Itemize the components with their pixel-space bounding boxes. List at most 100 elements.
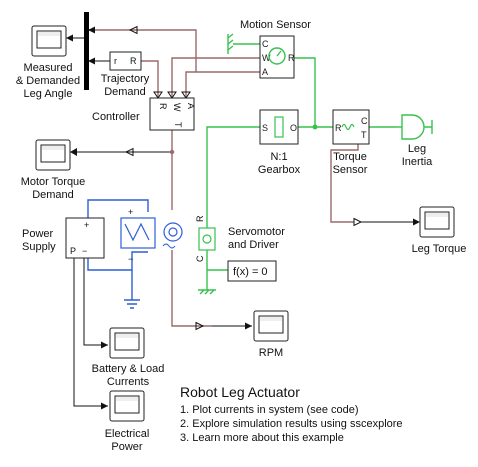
- port-C: C: [195, 255, 205, 262]
- ps-line-rpm[interactable]: [171, 250, 212, 327]
- port-T: T: [361, 130, 367, 140]
- inertia-icon: [401, 114, 425, 140]
- port-R: R: [288, 53, 295, 63]
- arrowhead: [101, 341, 108, 349]
- trajectory-demand-block[interactable]: r R Trajectory Demand: [101, 51, 150, 98]
- port-A: A: [262, 67, 268, 77]
- scope-label-1: Electrical: [105, 428, 150, 440]
- signal-line-electrical[interactable]: [73, 258, 108, 407]
- solver-label: f(x) = 0: [233, 266, 268, 278]
- scope-label-1: Motor Torque: [21, 176, 86, 188]
- arrowhead-open: [128, 25, 138, 35]
- torque-sensor-label-1: Torque: [333, 151, 367, 163]
- elec-ground-symbol: [124, 299, 140, 309]
- ps-line-angle[interactable]: [185, 71, 260, 98]
- motion-sensor-block[interactable]: Motion Sensor C W R A: [240, 19, 311, 79]
- arrowhead-open: [181, 91, 191, 99]
- ps-line-speed[interactable]: [171, 57, 260, 98]
- servo-minus: −: [128, 254, 133, 264]
- signal-line-battery[interactable]: [83, 258, 108, 346]
- gearbox-block[interactable]: S O N:1 Gearbox: [258, 109, 301, 176]
- arrowhead: [88, 26, 95, 34]
- arrowhead: [88, 57, 95, 65]
- ps-line-angle-mux[interactable]: [88, 29, 197, 72]
- arrowhead: [413, 218, 420, 226]
- junction-dot: [312, 124, 318, 130]
- link-plot-currents[interactable]: 1. Plot currents in system (see code): [180, 404, 359, 416]
- controller-label: Controller: [92, 111, 140, 123]
- arrowhead: [70, 148, 77, 156]
- arrowhead-open: [353, 217, 363, 227]
- gear-icon: [274, 116, 284, 138]
- scope-leg-torque[interactable]: Leg Torque: [412, 206, 467, 255]
- motor-icon: [163, 222, 183, 242]
- scope-leg-angle[interactable]: Measured & Demanded Leg Angle: [16, 25, 80, 100]
- motion-sensor-label: Motion Sensor: [240, 19, 311, 31]
- scope-label-3: Leg Angle: [24, 88, 73, 100]
- power-supply-block[interactable]: + P − Power Supply: [22, 217, 105, 259]
- link-explore-results[interactable]: 2. Explore simulation results using ssce…: [180, 418, 403, 430]
- mech-line-motion-r[interactable]: [294, 57, 333, 128]
- servomotor-label-2: and Driver: [228, 239, 279, 251]
- gearbox-label-1: N:1: [270, 151, 287, 163]
- torque-sensor-block[interactable]: R C T Torque Sensor: [332, 109, 370, 176]
- port-R: R: [130, 56, 137, 66]
- scope-battery-currents[interactable]: Battery & Load Currents: [92, 327, 165, 388]
- port-C: C: [361, 116, 368, 126]
- port-R: R: [195, 215, 205, 222]
- port-R: R: [335, 123, 342, 133]
- port-P: P: [70, 246, 76, 256]
- port-T: T: [173, 122, 183, 128]
- sensor-needle-icon: [276, 50, 282, 57]
- arrowhead-open: [167, 91, 177, 99]
- arrowhead-open: [195, 321, 205, 331]
- mech-ground-motor: [198, 289, 216, 295]
- ps-line-demand[interactable]: [141, 60, 159, 98]
- power-supply-label-1: Power: [22, 228, 54, 240]
- scope-electrical-power[interactable]: Electrical Power: [105, 390, 150, 453]
- leg-inertia-label-2: Inertia: [402, 156, 433, 168]
- scope-label: RPM: [259, 347, 283, 359]
- scope-label-2: & Demanded: [16, 75, 80, 87]
- port-O: O: [290, 123, 297, 133]
- leg-inertia-label-1: Leg: [408, 143, 426, 155]
- port-r: r: [114, 56, 117, 66]
- solver-config-block[interactable]: f(x) = 0: [227, 260, 277, 282]
- port-plus: +: [84, 220, 89, 230]
- arrowhead: [245, 322, 252, 330]
- leg-inertia-block[interactable]: Leg Inertia: [396, 114, 433, 168]
- trajectory-label-2: Demand: [104, 86, 146, 98]
- scope-motor-torque[interactable]: Motor Torque Demand: [21, 139, 86, 201]
- scope-label: Leg Torque: [412, 243, 467, 255]
- arrowhead-open: [124, 147, 134, 157]
- port-R: R: [158, 103, 168, 110]
- model-annotation: Robot Leg Actuator 1. Plot currents in s…: [180, 384, 403, 444]
- power-supply-label-2: Supply: [22, 241, 56, 253]
- arrowhead-open: [153, 91, 163, 99]
- port-C: C: [262, 39, 269, 49]
- arrowhead: [101, 402, 108, 410]
- servo-plus: +: [128, 207, 133, 217]
- motor-coil-icon: [124, 222, 150, 242]
- signal-line-motor-torque[interactable]: [70, 130, 173, 153]
- mech-ground-hatch: [227, 33, 234, 51]
- servomotor-block[interactable]: + − R C Servomotor and Driver: [120, 207, 285, 264]
- elec-line-plus[interactable]: [87, 199, 149, 218]
- mux-bar[interactable]: [84, 12, 89, 90]
- ps-line-torque[interactable]: [330, 131, 359, 223]
- port-A: A: [186, 103, 196, 109]
- scope-rpm[interactable]: RPM: [253, 310, 289, 359]
- sensor-dial-icon: [268, 47, 286, 65]
- scope-label-1: Measured: [24, 62, 73, 74]
- scope-label-2: Currents: [107, 376, 150, 388]
- arrowhead: [66, 34, 73, 42]
- port-W: W: [172, 103, 182, 112]
- junction-dot: [169, 149, 175, 155]
- port-S: S: [262, 123, 268, 133]
- mech-line-gearbox-s[interactable]: [206, 126, 260, 228]
- link-learn-more[interactable]: 3. Learn more about this example: [180, 432, 344, 444]
- torque-sensor-label-2: Sensor: [333, 164, 368, 176]
- gearbox-label-2: Gearbox: [258, 164, 301, 176]
- controller-block[interactable]: R W A T Controller: [92, 97, 196, 131]
- motor-shaft-port: [198, 227, 216, 251]
